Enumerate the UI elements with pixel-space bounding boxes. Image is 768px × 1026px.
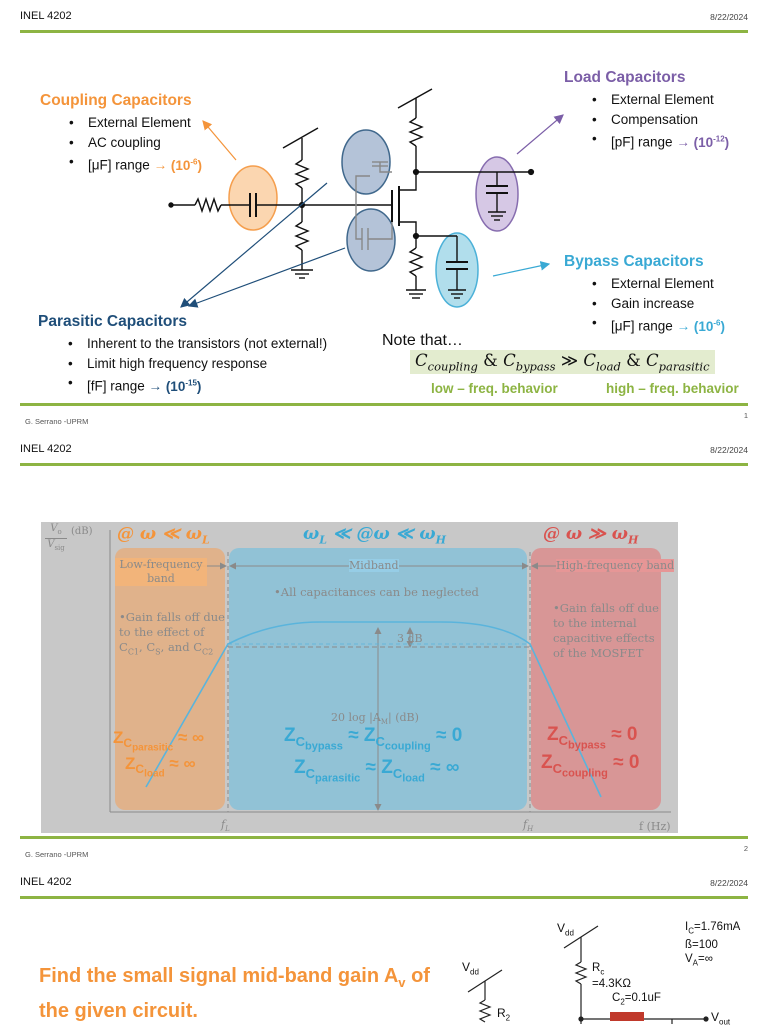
mid-zone-bypass-coupling-impedance: ZCbypass ≈ ZCcoupling ≈ 0 <box>284 725 463 753</box>
list-item: External Element <box>69 113 202 133</box>
load-pointer <box>516 114 564 155</box>
low-zone-condition: @ ω ≪ ωL <box>117 524 210 547</box>
high-band-label: High-frequency band <box>556 559 675 572</box>
y-axis-label: Vo Vsig <box>45 523 67 554</box>
coupling-capacitors-title: Coupling Capacitors <box>40 92 192 109</box>
amplifier-circuit-diagram <box>168 88 564 308</box>
page-number: 2 <box>743 844 748 853</box>
list-item: [μF] range → (10-6) <box>69 152 202 175</box>
high-zone-coupling-impedance: ZCcoupling ≈ 0 <box>541 752 640 780</box>
mid-zone-parasitic-load-impedance: ZCparasitic ≈ ZCload ≈ ∞ <box>294 757 460 785</box>
header-rule <box>20 463 748 466</box>
header-rule <box>20 30 748 33</box>
parasitic-cap-highlight-top <box>341 129 391 195</box>
footer-rule <box>20 836 748 839</box>
midband-note: •All capacitances can be neglected <box>274 585 479 599</box>
parasitic-capacitors-list: Inherent to the transistors (not externa… <box>68 334 327 396</box>
fh-label: fH <box>523 818 534 834</box>
rc-label: Rc=4.3KΩ <box>592 962 631 991</box>
y-axis-unit: (dB) <box>71 526 93 537</box>
bypass-capacitors-title: Bypass Capacitors <box>564 253 704 270</box>
problem-statement: Find the small signal mid-band gain Av o… <box>39 965 430 1022</box>
low-zone-parasitic-impedance: ZCparasitic ≈ ∞ <box>113 728 205 754</box>
circuit-parameters: IC=1.76mA ß=100 VA=∞ <box>685 921 741 968</box>
low-zone-load-impedance: ZCload ≈ ∞ <box>125 754 196 780</box>
high-frequency-zone <box>531 548 661 810</box>
high-frequency-behavior-label: high – freq. behavior <box>606 381 739 396</box>
problem-circuit-diagram <box>467 925 709 1024</box>
coupling-pointer <box>202 120 237 161</box>
list-item: Limit high frequency response <box>68 354 327 374</box>
parasitic-capacitors-title: Parasitic Capacitors <box>38 313 188 330</box>
list-item: Gain increase <box>592 294 725 314</box>
fl-label: fL <box>221 818 230 834</box>
frequency-axis-label: f (Hz) <box>639 820 671 833</box>
load-capacitors-title: Load Capacitors <box>564 69 686 86</box>
list-item: [fF] range → (10-15) <box>68 373 327 396</box>
footer-author: G. Serrano -UPRM <box>25 417 89 426</box>
load-capacitors-list: External Element Compensation [pF] range… <box>592 90 729 152</box>
r2-label: R2 <box>497 1006 511 1023</box>
midband-label: Midband <box>349 559 399 572</box>
frequency-response-figure: Vo Vsig (dB) @ ω ≪ ωL ωL ≪ @ω ≪ ωH @ ω ≫… <box>41 522 678 833</box>
slide-date: 8/22/2024 <box>710 445 748 455</box>
list-item: AC coupling <box>69 133 202 153</box>
coupling-capacitors-list: External Element AC coupling [μF] range … <box>69 113 202 175</box>
low-frequency-behavior-label: low – freq. behavior <box>431 381 558 396</box>
capacitor-inequality: Ccoupling & Cbypass ≫ Cload & Cparasitic <box>410 350 715 375</box>
note-label: Note that… <box>382 332 463 349</box>
slide-1: INEL 4202 8/22/2024 <box>0 0 768 432</box>
page-number: 1 <box>743 411 748 420</box>
vdd-right-label: Vdd <box>557 921 574 938</box>
vout-label: Vout <box>711 1010 731 1026</box>
bypass-pointer <box>492 261 551 277</box>
list-item: [μF] range → (10-6) <box>592 313 725 336</box>
slide-3: INEL 4202 8/22/2024 Vdd R2 Vdd Rc=4.3KΩ … <box>0 866 768 1026</box>
midband-gain-label: 20 log |AM| (dB) <box>331 711 419 727</box>
high-zone-bypass-impedance: ZCbypass ≈ 0 <box>547 724 638 752</box>
list-item: Inherent to the transistors (not externa… <box>68 334 327 354</box>
slide-date: 8/22/2024 <box>710 878 748 888</box>
course-code: INEL 4202 <box>20 10 72 22</box>
footer-author: G. Serrano -UPRM <box>25 850 89 859</box>
course-code: INEL 4202 <box>20 443 72 455</box>
low-frequency-zone <box>115 548 225 810</box>
bypass-capacitors-list: External Element Gain increase [μF] rang… <box>592 274 725 336</box>
coupling-cap-highlight <box>228 165 278 231</box>
c2-capacitor <box>610 1012 644 1021</box>
slide-header: INEL 4202 8/22/2024 <box>20 439 748 461</box>
c2-label: C2=0.1uF <box>612 992 661 1007</box>
list-item: External Element <box>592 90 729 110</box>
parasitic-cap-highlight-bottom <box>346 208 396 272</box>
mid-zone-condition: ωL ≪ @ω ≪ ωH <box>303 524 446 547</box>
header-rule <box>20 896 748 899</box>
vdd-left-label: Vdd <box>462 960 479 977</box>
slide-header: INEL 4202 8/22/2024 <box>20 872 748 894</box>
low-band-label: Low-frequency band <box>115 558 207 586</box>
list-item: [pF] range → (10-12) <box>592 129 729 152</box>
course-code: INEL 4202 <box>20 876 72 888</box>
list-item: External Element <box>592 274 725 294</box>
high-band-note: •Gain falls off due to the internal capa… <box>553 601 659 660</box>
parasitic-pointer-1 <box>180 182 328 308</box>
parasitic-pointer-2 <box>187 247 346 308</box>
low-band-note: •Gain falls off due to the effect of CC1… <box>119 610 225 657</box>
high-zone-condition: @ ω ≫ ωH <box>543 524 639 547</box>
slide-date: 8/22/2024 <box>710 12 748 22</box>
list-item: Compensation <box>592 110 729 130</box>
slide-header: INEL 4202 8/22/2024 <box>20 6 748 28</box>
footer-rule <box>20 403 748 406</box>
three-db-label: 3 dB <box>397 632 423 645</box>
